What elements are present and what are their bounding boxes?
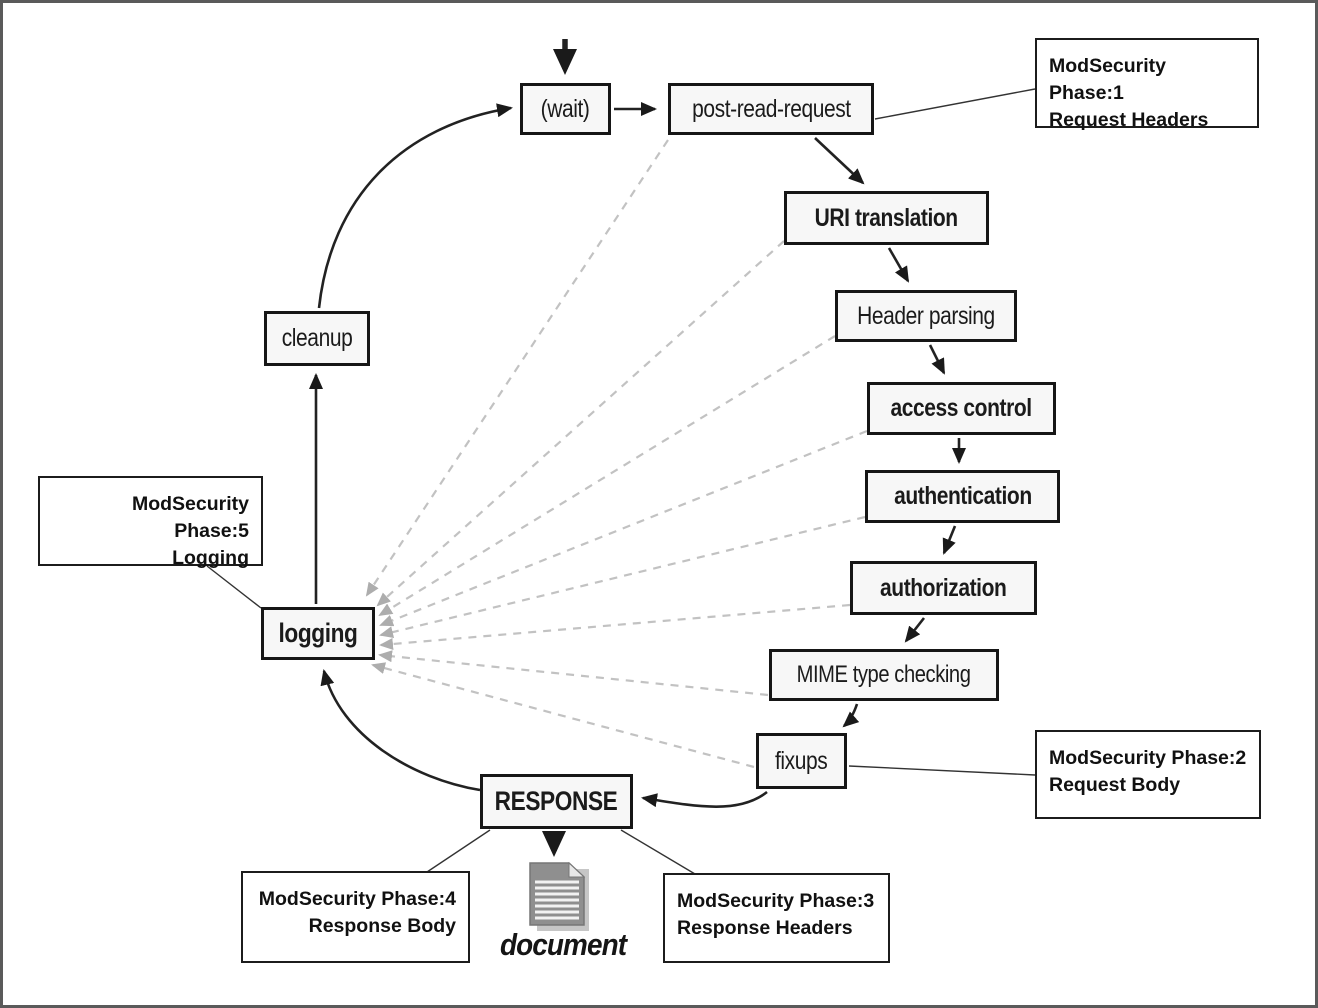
dashed-arrow-authentication-to-logging xyxy=(379,515,866,638)
arrow-post-read-to-uri xyxy=(814,137,865,185)
node-post-read-request: post-read-request xyxy=(668,83,874,135)
arrow-header-to-access xyxy=(928,344,946,375)
node-header-parsing: Header parsing xyxy=(835,290,1017,342)
node-logging: logging xyxy=(261,607,375,660)
annotation-phase3-line1: ModSecurity Phase:3 xyxy=(677,890,875,912)
node-post-read-request-label: post-read-request xyxy=(691,94,851,123)
node-access-control: access control xyxy=(867,382,1056,435)
arrow-authorization-to-mime xyxy=(904,617,926,643)
node-cleanup-label: cleanup xyxy=(281,324,353,352)
document-text-lines xyxy=(535,880,579,920)
annotation-phase5-line2: Logging xyxy=(172,546,249,569)
connector-phase5 xyxy=(206,565,262,609)
node-authorization: authorization xyxy=(850,561,1037,615)
node-response: RESPONSE xyxy=(480,774,633,829)
annotation-phase3: ModSecurity Phase:3 Response Headers xyxy=(663,873,890,963)
annotation-phase2: ModSecurity Phase:2 Request Body xyxy=(1035,730,1261,819)
arrow-uri-to-header xyxy=(887,247,910,283)
dashed-arrow-access-to-logging xyxy=(379,429,868,627)
annotation-phase4-line1: ModSecurity Phase:4 xyxy=(258,888,456,910)
node-access-control-label: access control xyxy=(890,394,1033,422)
connector-phase4 xyxy=(426,829,491,873)
node-wait-label: (wait) xyxy=(541,94,590,123)
dashed-arrow-mime-to-logging xyxy=(378,650,769,697)
dashed-arrow-header-to-logging xyxy=(378,335,836,617)
node-authentication: authentication xyxy=(865,470,1060,523)
node-fixups: fixups xyxy=(756,733,847,789)
dashed-arrow-authorization-to-logging xyxy=(379,603,851,650)
annotation-phase5-line1: ModSecurity Phase:5 xyxy=(131,493,249,542)
node-authentication-label: authentication xyxy=(893,482,1032,510)
arrow-authentication-to-authorization xyxy=(942,525,957,555)
connector-phase1 xyxy=(874,88,1036,120)
node-response-label: RESPONSE xyxy=(495,786,618,816)
node-mime-type-checking-label: MIME type checking xyxy=(797,661,971,688)
node-uri-translation: URI translation xyxy=(784,191,989,245)
dashed-arrow-uri-to-logging xyxy=(376,240,785,607)
node-header-parsing-label: Header parsing xyxy=(857,301,995,330)
document-fold xyxy=(568,861,586,878)
node-fixups-label: fixups xyxy=(775,746,828,775)
annotation-phase1: ModSecurity Phase:1 Request Headers xyxy=(1035,38,1259,131)
arrow-mime-to-fixups xyxy=(842,703,860,728)
node-wait: (wait) xyxy=(520,83,611,135)
annotation-phase4: ModSecurity Phase:4 Response Body xyxy=(241,871,470,963)
annotation-phase1-line1: ModSecurity Phase:1 xyxy=(1049,55,1167,104)
connector-phase2 xyxy=(848,765,1036,776)
arrow-layer xyxy=(206,39,1036,931)
annotation-phase2-line1: ModSecurity Phase:2 xyxy=(1049,747,1247,769)
connector-phase3 xyxy=(620,829,696,875)
document-label: document xyxy=(500,927,627,962)
annotation-phase1-line2: Request Headers xyxy=(1049,108,1209,131)
document-icon xyxy=(529,861,589,931)
annotation-phase5: ModSecurity Phase:5 Logging xyxy=(38,476,263,569)
dashed-arrow-fixups-to-logging xyxy=(371,662,755,769)
arrow-cleanup-to-wait xyxy=(317,103,513,309)
annotation-phase3-line2: Response Headers xyxy=(677,916,853,939)
dashed-arrow-post-read-to-logging xyxy=(365,139,669,597)
annotation-phase4-line2: Response Body xyxy=(308,914,456,937)
node-authorization-label: authorization xyxy=(880,573,1007,602)
arrow-response-to-logging xyxy=(320,669,481,792)
arrow-fixups-to-response xyxy=(641,790,768,808)
annotation-phase2-line2: Request Body xyxy=(1049,773,1181,796)
node-logging-label: logging xyxy=(278,618,358,648)
node-mime-type-checking: MIME type checking xyxy=(769,649,999,701)
node-cleanup: cleanup xyxy=(264,311,370,366)
node-uri-translation-label: URI translation xyxy=(814,203,959,232)
